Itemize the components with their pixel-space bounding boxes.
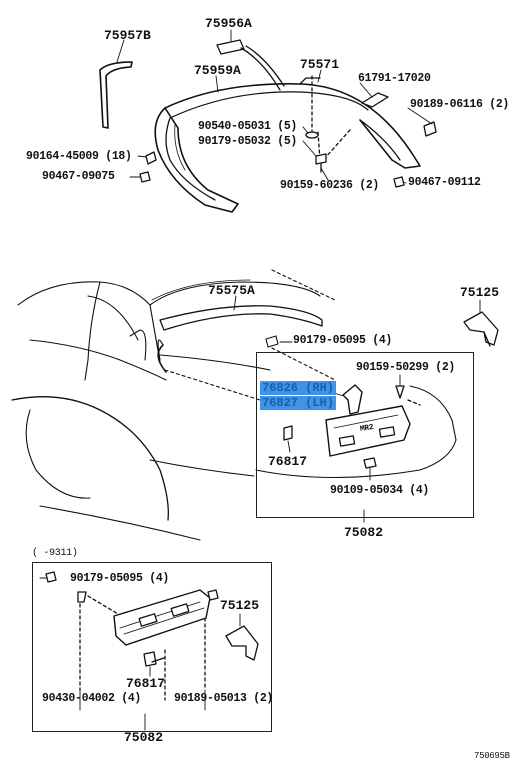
callout-90467-09112[interactable]: 90467-09112 (408, 176, 481, 189)
rear-garnish-drawing (283, 374, 421, 523)
callout-90467-09075[interactable]: 90467-09075 (42, 170, 115, 183)
callout-90179-05095-lower[interactable]: 90179-05095 (4) (70, 572, 170, 585)
callout-61791-17020[interactable]: 61791-17020 (358, 72, 431, 85)
callout-75575A[interactable]: 75575A (208, 283, 255, 298)
callout-75125-lower[interactable]: 75125 (220, 598, 260, 613)
callout-90164-45009[interactable]: 90164-45009 (18) (26, 150, 132, 163)
callout-75082-upper[interactable]: 75082 (344, 525, 384, 540)
callout-90179-05032[interactable]: 90179-05032 (5) (198, 135, 298, 148)
callout-76826-rh[interactable]: 76826 (RH) (260, 381, 337, 395)
callout-75957B[interactable]: 75957B (104, 28, 151, 43)
callout-90430-04002[interactable]: 90430-04002 (4) (42, 692, 142, 705)
bracket-75125-top (463, 299, 499, 347)
callout-90179-05095-upper[interactable]: 90179-05095 (4) (293, 334, 393, 347)
detail-box-garnish (256, 352, 474, 518)
callout-75571[interactable]: 75571 (300, 57, 340, 72)
callout-90189-06116[interactable]: 90189-06116 (2) (410, 98, 510, 111)
callout-75956A[interactable]: 75956A (205, 16, 252, 31)
car-body-drawing (11, 269, 457, 541)
lower-assembly-drawing (39, 571, 259, 731)
callout-76817-upper[interactable]: 76817 (268, 454, 308, 469)
callout-90189-05013[interactable]: 90189-05013 (2) (174, 692, 274, 705)
callout-90540-05031[interactable]: 90540-05031 (5) (198, 120, 298, 133)
callout-76827-lh[interactable]: 76827 (LH) (260, 396, 337, 410)
sheet-code: 750695B (474, 751, 510, 761)
detail-box-lower (32, 562, 272, 732)
callout-75082-lower[interactable]: 75082 (124, 730, 164, 745)
callout-75125-upper[interactable]: 75125 (460, 285, 500, 300)
callout-75959A[interactable]: 75959A (194, 63, 241, 78)
callout-76817-lower[interactable]: 76817 (126, 676, 166, 691)
rear-spoiler-drawing (99, 29, 437, 213)
callout-90109-05034[interactable]: 90109-05034 (4) (330, 484, 430, 497)
callout-90159-60236[interactable]: 90159-60236 (2) (280, 179, 380, 192)
applicability-note: ( -9311) (32, 548, 78, 559)
callout-90159-50299[interactable]: 90159-50299 (2) (356, 361, 456, 374)
